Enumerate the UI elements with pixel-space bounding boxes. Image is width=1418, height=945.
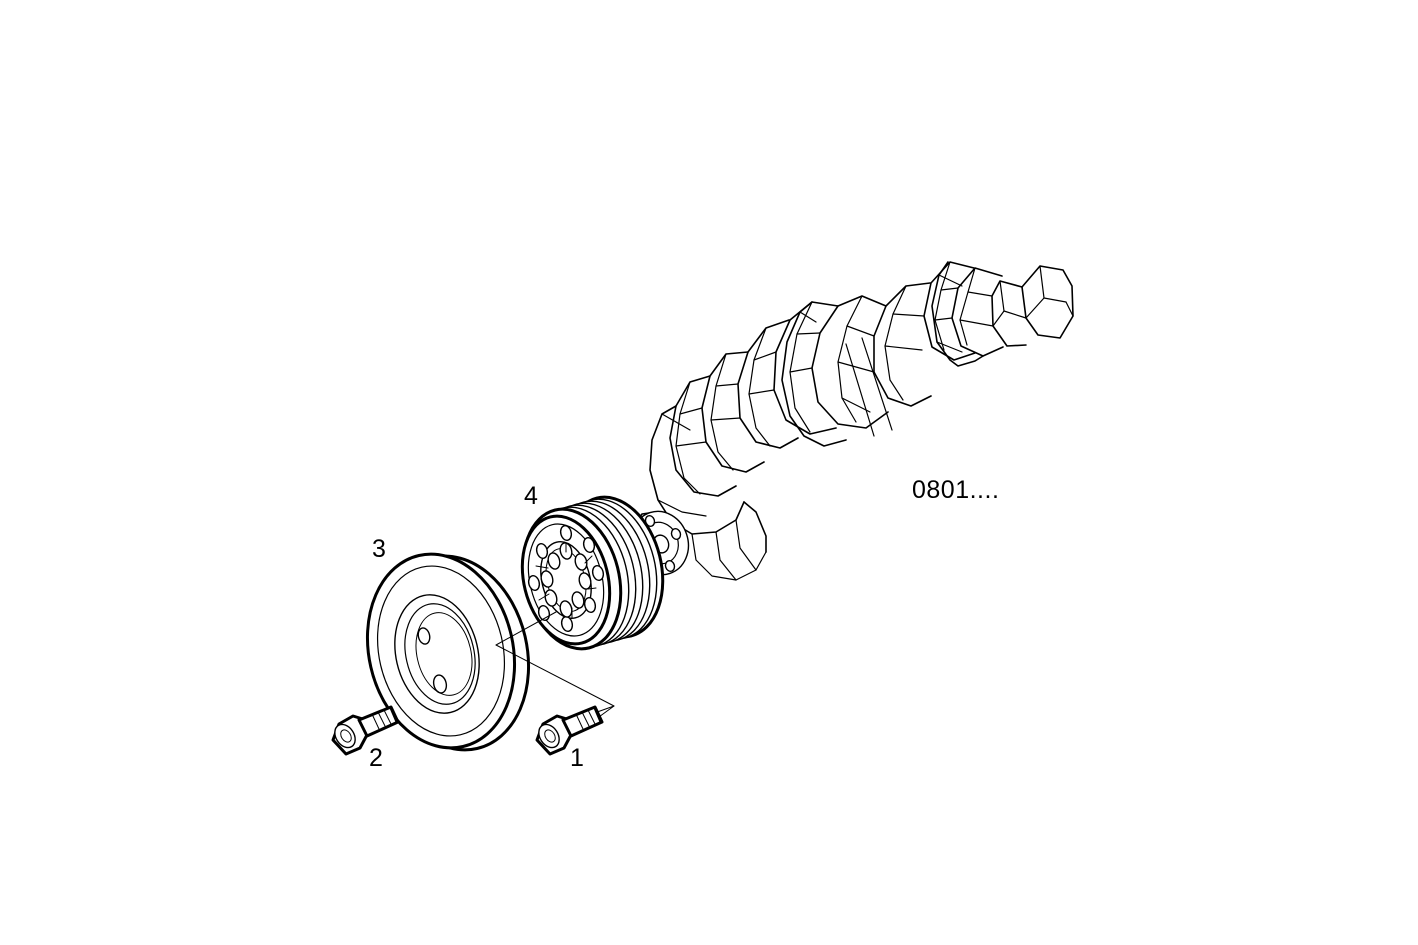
crankshaft-counterweight-front — [669, 351, 765, 497]
crankshaft-break-line — [845, 337, 893, 437]
callout-label-3: 3 — [372, 535, 386, 563]
callout-label-2: 2 — [369, 744, 383, 772]
crankshaft-rear-flange — [991, 265, 1074, 347]
vibration-damper[interactable] — [349, 539, 547, 764]
bolt-right[interactable] — [535, 705, 604, 756]
pulley-spokes — [535, 543, 597, 619]
crankshaft-journal-rear — [873, 282, 932, 407]
crankshaft-front-web — [649, 405, 767, 581]
belt-pulley[interactable] — [509, 487, 677, 660]
callout-label-1: 1 — [570, 744, 584, 772]
group-reference-label: 0801.... — [912, 476, 999, 504]
crankshaft-counterweight-center — [773, 295, 889, 447]
bolt-left[interactable] — [331, 705, 400, 756]
crankshaft-counterweight-rear — [923, 261, 1004, 367]
pulley-hub-face — [520, 514, 612, 646]
callout-label-4: 4 — [524, 482, 538, 510]
crankshaft-journal-front — [737, 319, 799, 449]
pulley-outer-bolt-holes — [527, 525, 605, 632]
